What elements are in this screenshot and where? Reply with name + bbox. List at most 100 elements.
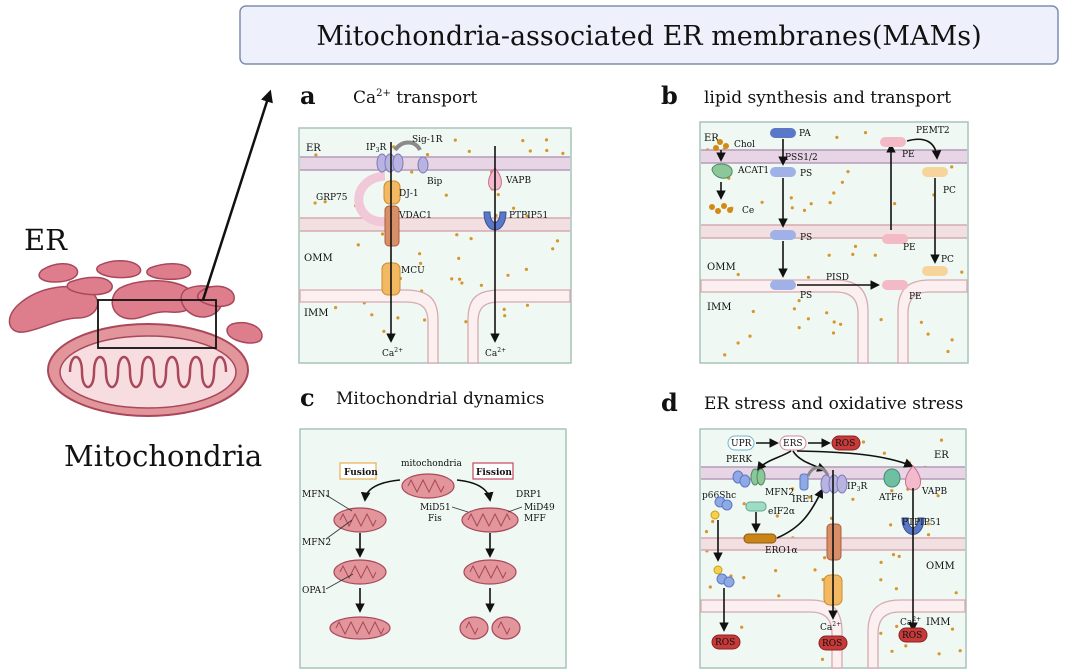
solute-dot	[775, 514, 779, 518]
vapb-label: VAPB	[505, 176, 531, 186]
mitochondrion-small	[333, 507, 387, 533]
solute-dot	[736, 272, 740, 277]
mid49-label: MiD49	[524, 503, 555, 513]
solute-dot	[820, 657, 825, 662]
overview-illustration: ER Mitochondria	[8, 89, 273, 473]
solute-dot	[313, 201, 317, 205]
solute-dot	[467, 149, 471, 153]
solute-dot	[832, 320, 836, 324]
mitochondria-label-c: mitochondria	[401, 459, 462, 469]
solute-dot	[895, 624, 899, 629]
mitochondria-label: Mitochondria	[64, 439, 262, 473]
solute-dot	[555, 239, 560, 243]
ros-top-label: ROS	[835, 439, 855, 449]
panel-a-letter: a	[300, 81, 316, 110]
mcu-label: MCU	[401, 266, 425, 276]
solute-dot	[890, 489, 894, 493]
dj1-protein	[383, 180, 401, 205]
pc-molecule-2	[922, 266, 948, 276]
solute-dot	[444, 193, 448, 197]
solute-dot	[723, 353, 727, 357]
grp75-chaperone	[354, 171, 386, 227]
p66shc-protein-1	[714, 496, 733, 511]
pe-molecule-2	[882, 234, 908, 244]
fission-label: Fission	[476, 468, 512, 478]
solute-dot	[889, 523, 893, 527]
bip-label: Bip	[427, 177, 442, 187]
mitochondrion-small	[401, 473, 455, 499]
pisd-label: PISD	[826, 273, 849, 283]
solute-dot	[893, 202, 897, 206]
solute-dot	[879, 631, 883, 635]
solute-dot	[851, 252, 855, 256]
panel-c: c Mitochondrial dynamics mitochondria Fu…	[299, 383, 567, 669]
ers-label: ERS	[783, 439, 803, 449]
imm-membrane	[299, 289, 571, 364]
panel-b-letter: b	[661, 81, 678, 110]
solute-dot	[418, 252, 422, 256]
er-label: ER	[24, 223, 68, 257]
solute-dot	[827, 253, 831, 257]
solute-dot	[789, 196, 793, 200]
solute-dot	[356, 243, 360, 247]
ce-label: Ce	[742, 206, 754, 216]
page-title: Mitochondria-associated ER membranes(MAM…	[316, 21, 981, 52]
atf6-protein	[883, 468, 901, 488]
fission-box	[472, 462, 514, 480]
solute-dot	[790, 206, 794, 210]
solute-dot	[939, 438, 944, 442]
p66shc-oxidized	[710, 510, 720, 520]
solute-dot	[502, 307, 506, 311]
solute-dot	[545, 148, 549, 153]
sig1r-d	[806, 466, 830, 477]
ero1a-protein	[743, 533, 777, 544]
upr-label: UPR	[731, 439, 752, 449]
solute-dot	[802, 208, 807, 212]
opa1-label: OPA1	[302, 586, 327, 596]
vdac1-channel	[384, 205, 400, 247]
solute-dot	[879, 560, 883, 565]
chol-label: Chol	[734, 140, 755, 150]
pc-label-2: PC	[941, 255, 954, 265]
pe-molecule-3	[880, 137, 906, 147]
solute-dot	[897, 554, 901, 559]
solute-dot	[809, 202, 813, 206]
to-fusion-arrow	[360, 479, 401, 502]
solute-dot	[926, 533, 931, 537]
solute-dot	[936, 494, 940, 498]
solute-dot	[525, 214, 529, 218]
solute-dot	[334, 306, 338, 310]
solute-dot	[950, 165, 954, 169]
solute-dot	[946, 349, 950, 354]
solute-dot	[469, 237, 473, 241]
ps-label-1: PS	[800, 169, 812, 179]
solute-dot	[704, 530, 709, 534]
pa-molecule	[770, 128, 796, 138]
solute-dot	[879, 318, 883, 322]
mfn2-protein-d	[750, 468, 766, 486]
ps-molecule-2	[770, 230, 796, 240]
title-banner: Mitochondria-associated ER membranes(MAM…	[239, 5, 1059, 65]
solute-dot	[736, 341, 740, 345]
ros-label-1: ROS	[715, 638, 735, 648]
solute-dot	[323, 200, 327, 204]
cristae	[469, 564, 507, 580]
ero1a-label: ERO1α	[765, 546, 798, 556]
perk-label: PERK	[726, 455, 752, 465]
pe-label-2: PE	[903, 243, 916, 253]
solute-dot	[561, 151, 565, 155]
upr-box	[727, 435, 755, 451]
ip3r-label-d: IP3R	[847, 482, 867, 493]
omm-label-d: OMM	[926, 561, 955, 572]
mid51-label: MiD51	[420, 503, 451, 513]
mfn2-label: MFN2	[302, 538, 331, 548]
solute-dot	[425, 153, 430, 157]
solute-dot	[904, 644, 908, 648]
ip3r-label-a: IP3R	[366, 143, 386, 154]
solute-dot	[774, 569, 778, 573]
pemt2-arrow	[906, 138, 942, 160]
ros-top	[831, 435, 861, 451]
solute-dot	[813, 568, 817, 572]
zoom-arrow	[201, 89, 273, 301]
omm-membrane-b	[701, 224, 967, 239]
